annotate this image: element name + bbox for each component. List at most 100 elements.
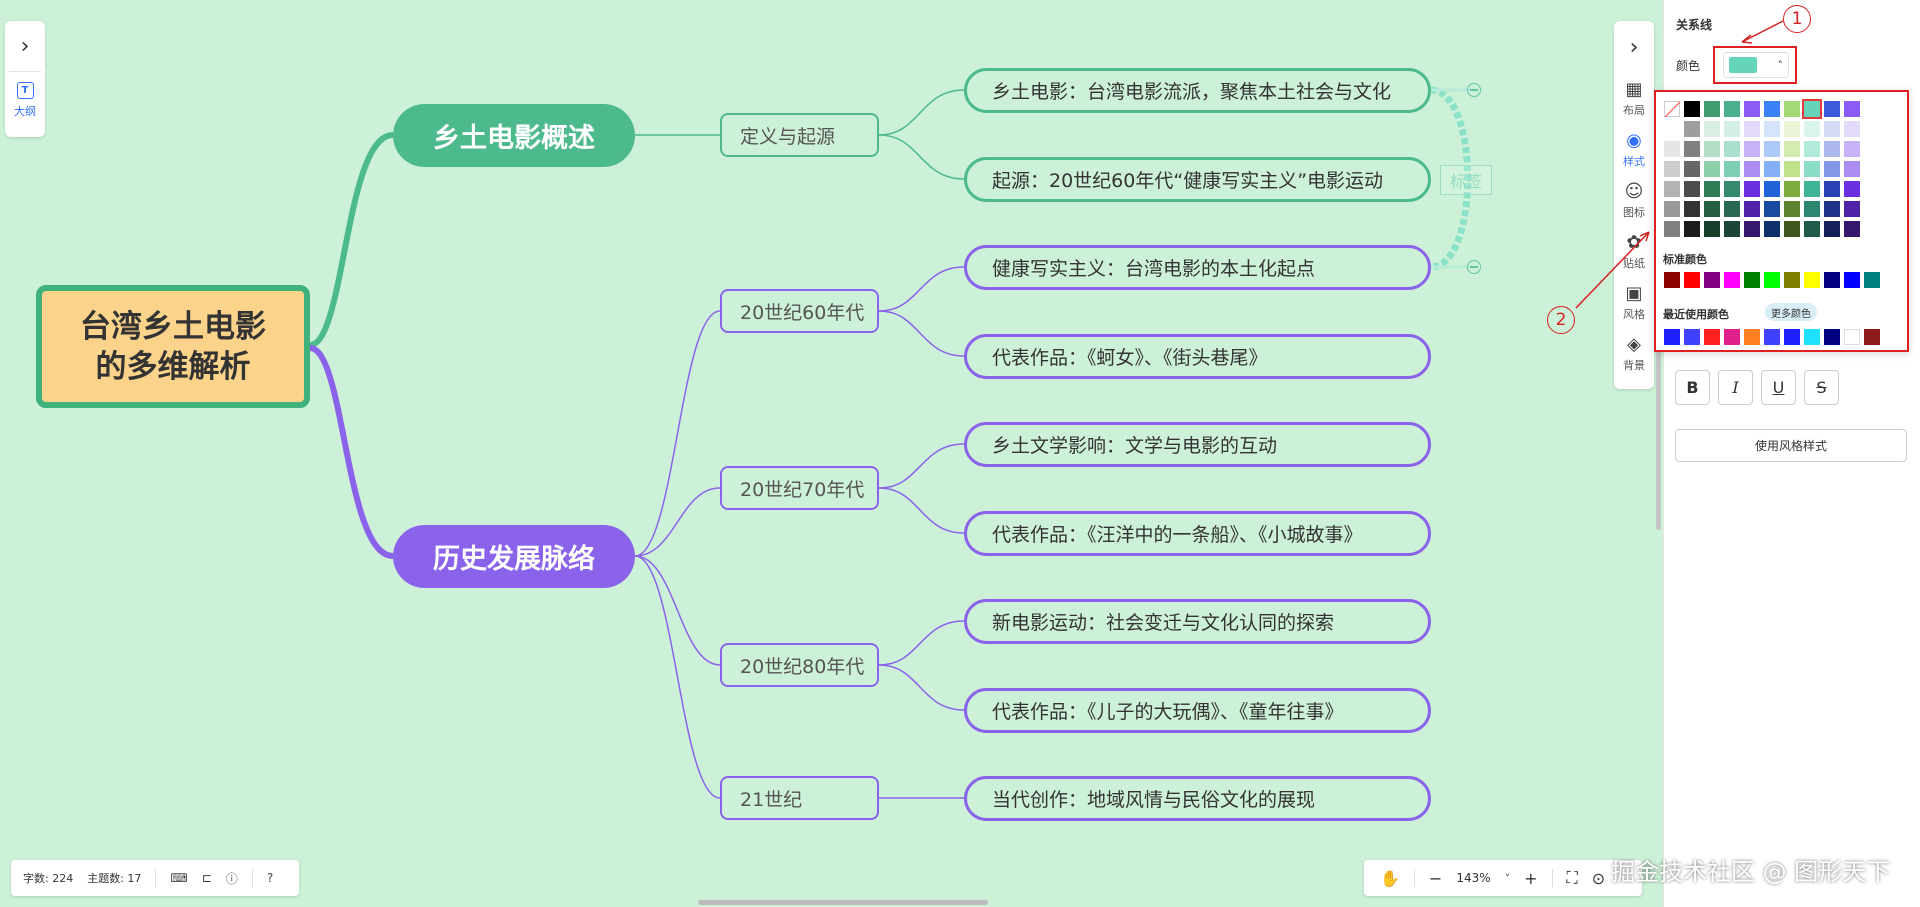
leaf-topic[interactable]: 新电影运动：社会变迁与文化认同的探索 bbox=[964, 599, 1431, 644]
color-swatch[interactable] bbox=[1824, 141, 1840, 157]
color-swatch[interactable] bbox=[1724, 201, 1740, 217]
color-swatch[interactable] bbox=[1804, 181, 1820, 197]
zoom-out-icon[interactable]: − bbox=[1428, 868, 1443, 888]
root-topic[interactable]: 台湾乡土电影的多维解析 bbox=[36, 285, 310, 408]
color-swatch[interactable] bbox=[1764, 329, 1780, 345]
color-swatch[interactable] bbox=[1684, 329, 1700, 345]
toolbar-sticker[interactable]: ✿ 贴纸 bbox=[1614, 226, 1654, 277]
color-swatch[interactable] bbox=[1704, 181, 1720, 197]
color-swatch[interactable] bbox=[1824, 272, 1840, 288]
color-swatch[interactable] bbox=[1824, 121, 1840, 137]
color-swatch[interactable] bbox=[1784, 141, 1800, 157]
subtopic-21st-century[interactable]: 21世纪 bbox=[720, 776, 879, 820]
keyboard-icon[interactable]: ⌨ bbox=[170, 871, 188, 885]
relation-handle-bottom[interactable] bbox=[1467, 260, 1481, 274]
subtopic-1970s[interactable]: 20世纪70年代 bbox=[720, 466, 879, 510]
color-swatch[interactable] bbox=[1704, 201, 1720, 217]
branch-history[interactable]: 历史发展脉络 bbox=[393, 525, 635, 588]
color-swatch[interactable] bbox=[1704, 141, 1720, 157]
color-swatch[interactable] bbox=[1684, 272, 1700, 288]
color-swatch[interactable] bbox=[1704, 329, 1720, 345]
strikethrough-button[interactable]: S bbox=[1804, 370, 1839, 405]
color-swatch[interactable] bbox=[1744, 221, 1760, 237]
color-swatch[interactable] bbox=[1824, 201, 1840, 217]
color-swatch[interactable] bbox=[1844, 181, 1860, 197]
color-swatch[interactable] bbox=[1684, 161, 1700, 177]
color-swatch[interactable] bbox=[1764, 101, 1780, 117]
zoom-level[interactable]: 143% bbox=[1456, 871, 1491, 885]
toolbar-theme[interactable]: ▣ 风格 bbox=[1614, 277, 1654, 328]
color-swatch[interactable] bbox=[1804, 272, 1820, 288]
color-swatch[interactable] bbox=[1864, 329, 1880, 345]
leaf-topic[interactable]: 代表作品：《蚵女》、《街头巷尾》 bbox=[964, 334, 1431, 379]
color-swatch[interactable] bbox=[1664, 121, 1680, 137]
vertical-scrollbar[interactable] bbox=[1656, 350, 1661, 530]
subtopic-1960s[interactable]: 20世纪60年代 bbox=[720, 289, 879, 333]
color-swatch[interactable] bbox=[1684, 221, 1700, 237]
toolbar-style[interactable]: ◉ 样式 bbox=[1614, 124, 1654, 175]
help-icon[interactable]: ? bbox=[266, 871, 274, 885]
color-swatch[interactable] bbox=[1724, 221, 1740, 237]
color-swatch[interactable] bbox=[1724, 101, 1740, 117]
bold-button[interactable]: B bbox=[1675, 370, 1710, 405]
leaf-topic[interactable]: 乡土文学影响：文学与电影的互动 bbox=[964, 422, 1431, 467]
color-swatch[interactable] bbox=[1784, 121, 1800, 137]
info-icon[interactable]: ⓘ bbox=[225, 871, 238, 886]
color-swatch[interactable] bbox=[1764, 121, 1780, 137]
color-swatch[interactable] bbox=[1804, 221, 1820, 237]
color-swatch[interactable] bbox=[1804, 329, 1820, 345]
color-swatch[interactable] bbox=[1704, 272, 1720, 288]
color-select[interactable]: ˄ bbox=[1723, 52, 1789, 78]
locate-icon[interactable]: ⊙ bbox=[1591, 868, 1606, 888]
color-swatch[interactable] bbox=[1744, 272, 1760, 288]
subtopic-definition[interactable]: 定义与起源 bbox=[720, 113, 879, 157]
italic-button[interactable]: I bbox=[1718, 370, 1753, 405]
color-swatch[interactable] bbox=[1824, 329, 1840, 345]
layout-toggle-icon[interactable]: ⊏ bbox=[201, 871, 212, 885]
color-swatch[interactable] bbox=[1804, 121, 1820, 137]
color-swatch[interactable] bbox=[1684, 121, 1700, 137]
leaf-topic[interactable]: 起源：20世纪60年代“健康写实主义”电影运动 bbox=[964, 157, 1431, 202]
color-swatch[interactable] bbox=[1844, 201, 1860, 217]
leaf-topic[interactable]: 代表作品：《汪洋中的一条船》、《小城故事》 bbox=[964, 511, 1431, 556]
color-swatch[interactable] bbox=[1844, 121, 1860, 137]
color-swatch[interactable] bbox=[1824, 181, 1840, 197]
toolbar-layout[interactable]: ▦ 布局 bbox=[1614, 73, 1654, 124]
toolbar-background[interactable]: ◈ 背景 bbox=[1614, 328, 1654, 379]
color-swatch[interactable] bbox=[1664, 221, 1680, 237]
leaf-topic[interactable]: 健康写实主义：台湾电影的本土化起点 bbox=[964, 245, 1431, 290]
color-swatch[interactable] bbox=[1844, 161, 1860, 177]
color-swatch[interactable] bbox=[1704, 121, 1720, 137]
color-swatch[interactable] bbox=[1824, 101, 1840, 117]
color-swatch[interactable] bbox=[1724, 161, 1740, 177]
color-swatch[interactable] bbox=[1784, 181, 1800, 197]
color-swatch[interactable] bbox=[1844, 101, 1860, 117]
color-swatch[interactable] bbox=[1784, 101, 1800, 117]
more-colors-button[interactable]: 更多颜色 bbox=[1765, 303, 1817, 321]
hand-icon[interactable]: ✋ bbox=[1380, 868, 1400, 888]
horizontal-scrollbar[interactable] bbox=[698, 900, 988, 905]
subtopic-1980s[interactable]: 20世纪80年代 bbox=[720, 643, 879, 687]
color-swatch[interactable] bbox=[1664, 201, 1680, 217]
color-swatch[interactable] bbox=[1744, 201, 1760, 217]
leaf-topic[interactable]: 当代创作：地域风情与民俗文化的展现 bbox=[964, 776, 1431, 821]
toolbar-icon[interactable]: ☺ 图标 bbox=[1614, 175, 1654, 226]
color-swatch[interactable] bbox=[1764, 181, 1780, 197]
color-swatch[interactable] bbox=[1684, 141, 1700, 157]
color-swatch[interactable] bbox=[1684, 201, 1700, 217]
chevron-down-icon[interactable]: ˅ bbox=[1504, 871, 1511, 885]
color-swatch[interactable] bbox=[1724, 329, 1740, 345]
leaf-topic[interactable]: 乡土电影：台湾电影流派，聚焦本土社会与文化 bbox=[964, 68, 1431, 113]
color-swatch[interactable] bbox=[1784, 201, 1800, 217]
color-swatch[interactable] bbox=[1844, 141, 1860, 157]
color-swatch[interactable] bbox=[1764, 141, 1780, 157]
color-swatch[interactable] bbox=[1704, 221, 1720, 237]
color-swatch[interactable] bbox=[1684, 181, 1700, 197]
use-theme-style-button[interactable]: 使用风格样式 bbox=[1675, 429, 1907, 462]
color-swatch[interactable] bbox=[1744, 161, 1760, 177]
chevron-right-icon[interactable]: › bbox=[1629, 34, 1639, 60]
color-swatch[interactable] bbox=[1844, 329, 1860, 345]
color-swatch[interactable] bbox=[1704, 161, 1720, 177]
leaf-topic[interactable]: 代表作品：《儿子的大玩偶》、《童年往事》 bbox=[964, 688, 1431, 733]
color-swatch[interactable] bbox=[1802, 99, 1822, 119]
